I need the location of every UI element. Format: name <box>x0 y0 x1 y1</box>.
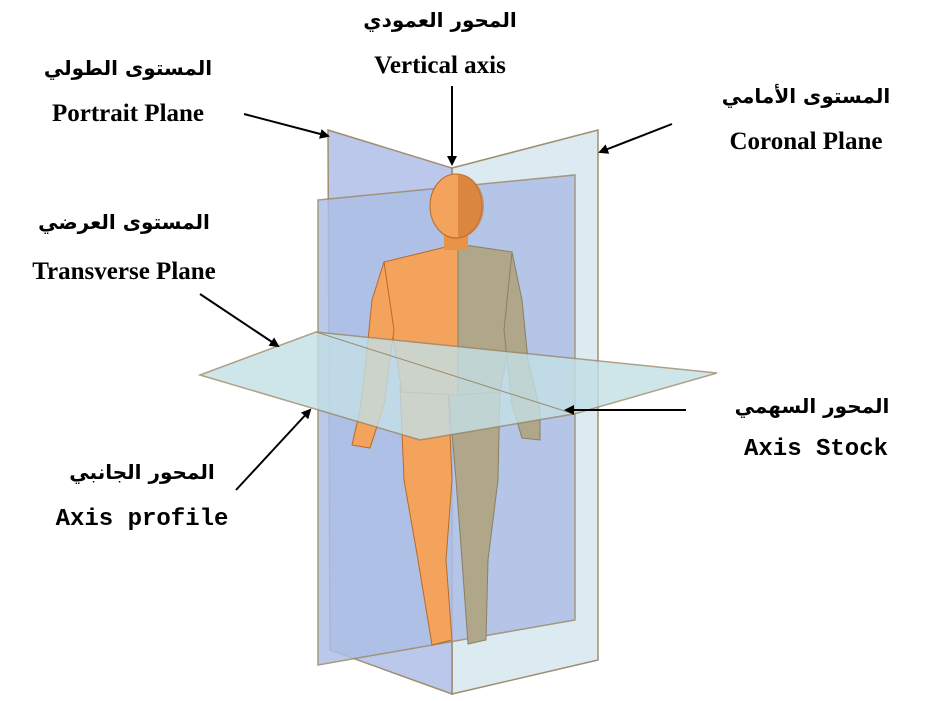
portrait-plane-label-en: Portrait Plane <box>52 100 204 128</box>
axis-stock-label-en: Axis Stock <box>744 436 888 463</box>
coronal-plane-arrow <box>600 124 672 152</box>
axis-profile-arrow <box>236 410 310 490</box>
vertical-axis-label-en: Vertical axis <box>374 52 506 80</box>
transverse-plane-label-en: Transverse Plane <box>32 258 216 286</box>
axis-profile-label-ar: المحور الجانبي <box>69 460 214 484</box>
axis-profile-label-en: Axis profile <box>56 506 229 533</box>
coronal-plane-label-ar: المستوى الأمامي <box>722 84 890 108</box>
vertical-axis-label-ar: المحور العمودي <box>363 8 516 32</box>
transverse-plane-label-ar: المستوى العرضي <box>38 210 210 234</box>
coronal-plane-label-en: Coronal Plane <box>729 128 882 156</box>
portrait-plane-label-ar: المستوى الطولي <box>44 56 212 80</box>
portrait-plane-arrow <box>244 114 328 136</box>
transverse-plane-arrow <box>200 294 278 346</box>
axis-stock-label-ar: المحور السهمي <box>735 394 890 418</box>
transverse-plane <box>200 332 717 440</box>
